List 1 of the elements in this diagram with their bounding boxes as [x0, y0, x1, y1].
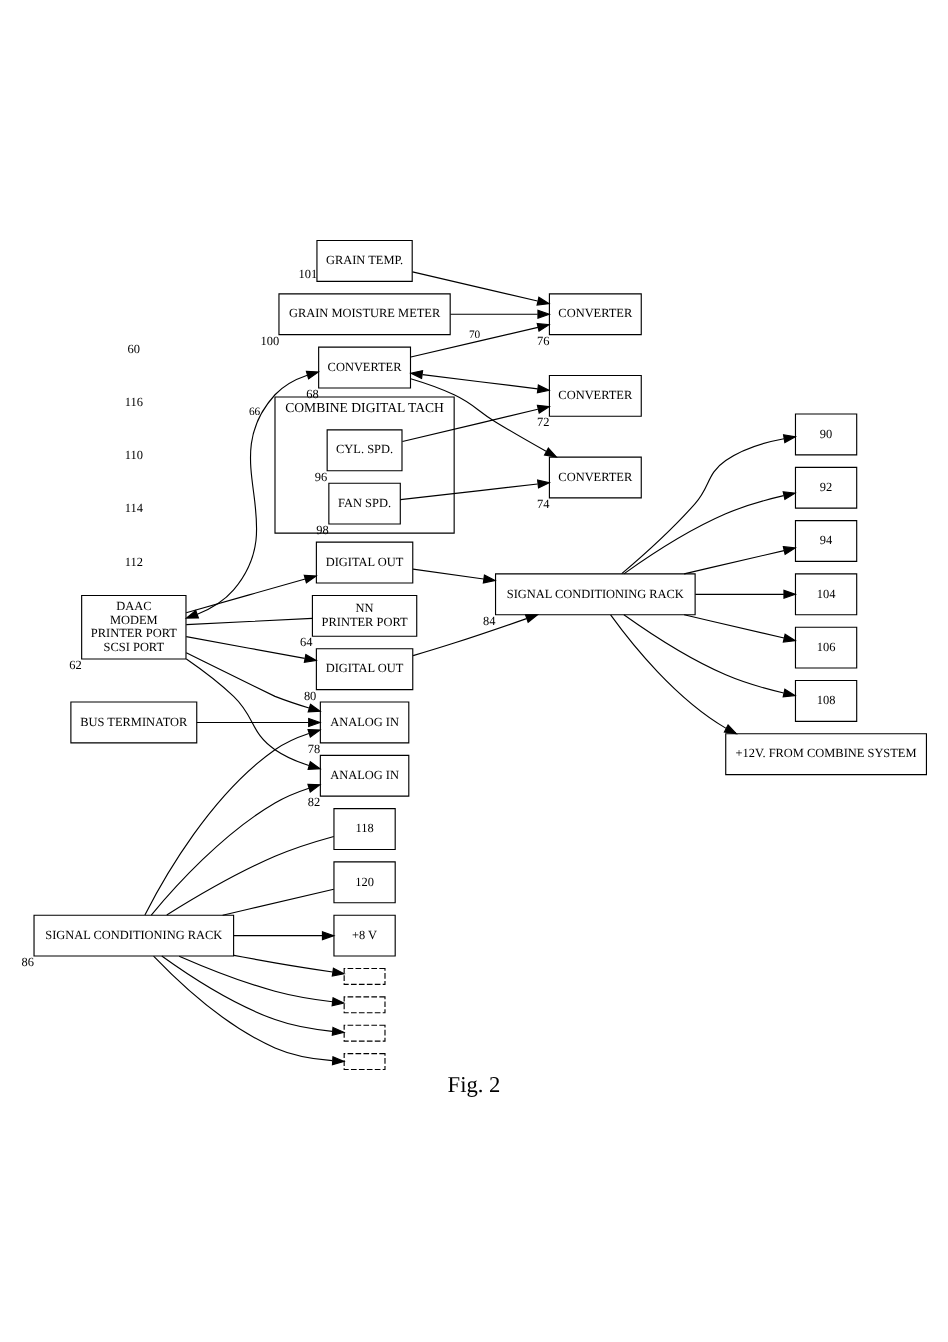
caption: Fig. 2	[447, 1073, 501, 1098]
